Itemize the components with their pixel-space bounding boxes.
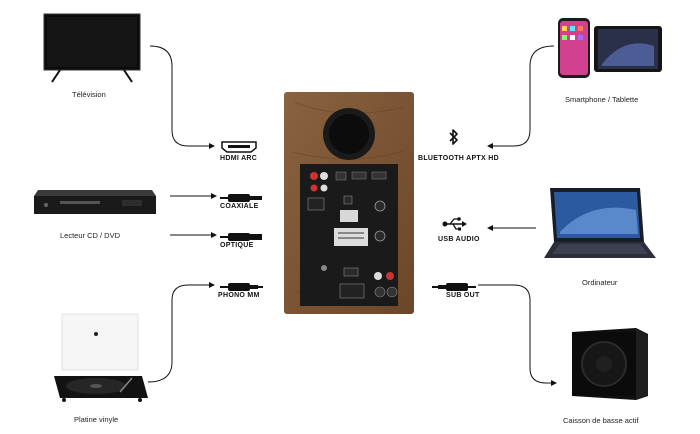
sub-label: SUB OUT bbox=[446, 292, 480, 299]
usb-icon bbox=[442, 216, 468, 237]
sub-plug-icon bbox=[432, 279, 476, 297]
rca-plug-icon bbox=[220, 279, 264, 297]
phone-label: Smartphone / Tablette bbox=[565, 95, 639, 104]
bluetooth-label: BLUETOOTH APTX HD bbox=[418, 155, 499, 162]
computer-label: Ordinateur bbox=[582, 278, 618, 287]
laptop-image bbox=[540, 186, 658, 264]
coax-plug-icon bbox=[220, 190, 264, 208]
optical-label: OPTIQUE bbox=[220, 242, 254, 249]
turntable-label: Platine vinyle bbox=[74, 415, 119, 424]
optical-plug-icon bbox=[220, 229, 264, 247]
speaker-image bbox=[284, 92, 414, 314]
hdmi-icon bbox=[220, 140, 258, 158]
tv-label: Télévision bbox=[72, 90, 106, 99]
subwoofer-image bbox=[566, 324, 650, 402]
bluetooth-wire bbox=[487, 45, 555, 149]
cd-player-image bbox=[30, 186, 158, 218]
tv-wire bbox=[149, 45, 215, 149]
tv-image bbox=[42, 12, 142, 84]
usb-label: USB AUDIO bbox=[438, 236, 480, 243]
bluetooth-icon bbox=[448, 128, 460, 151]
phono-label: PHONO MM bbox=[218, 292, 260, 299]
turntable-image bbox=[50, 312, 150, 406]
coax-label: COAXIALE bbox=[220, 203, 259, 210]
phone-tablet-image bbox=[554, 16, 666, 82]
phono-wire bbox=[147, 282, 215, 383]
hdmi-label: HDMI ARC bbox=[220, 155, 258, 162]
cd-label: Lecteur CD / DVD bbox=[60, 231, 121, 240]
sub-wire bbox=[478, 284, 557, 386]
subwoofer-label: Caisson de basse actif bbox=[563, 416, 639, 425]
